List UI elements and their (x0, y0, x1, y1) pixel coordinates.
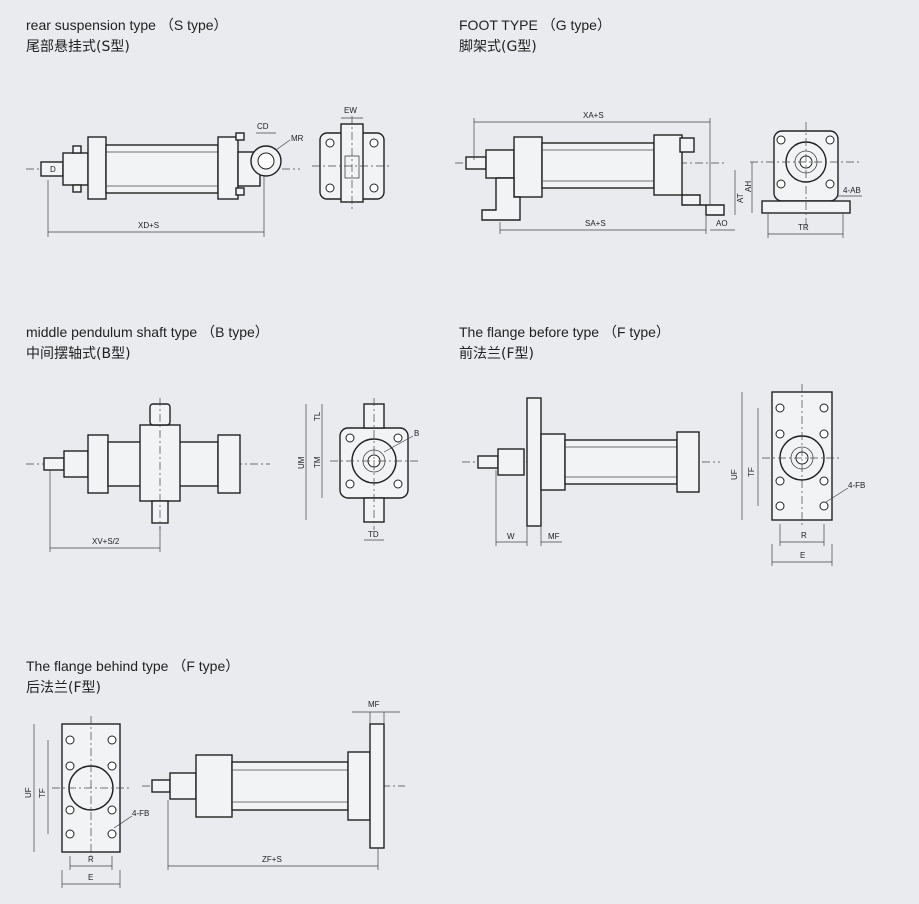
drawing-g-type-side: XA+S SA+S AT AO (455, 111, 745, 234)
label-s-mr: MR (291, 134, 304, 143)
label-s-d: D (50, 165, 56, 174)
drawing-b-type-side: XV+S/2 (26, 398, 270, 552)
caption-f-front: The flange before type （F type） 前法兰(F型) (459, 321, 670, 365)
label-b-xv: XV+S/2 (92, 537, 120, 546)
drawing-b-type-end: B UM TL TM TD (297, 398, 420, 541)
caption-g-type: FOOT TYPE （G type） 脚架式(G型) (459, 14, 611, 58)
label-g-at: AT (736, 193, 745, 203)
label-fr-r: R (88, 855, 94, 864)
label-g-4ab: 4-AB (843, 186, 861, 195)
label-fr-mf: MF (368, 700, 380, 709)
drawing-g-type-end: AH 4-AB TR (744, 122, 862, 238)
caption-s-type: rear suspension type （S type） 尾部悬挂式(S型) (26, 14, 228, 58)
label-s-ew: EW (344, 106, 357, 115)
label-ff-w: W (507, 532, 515, 541)
caption-b-type: middle pendulum shaft type （B type） 中间摆轴… (26, 321, 269, 365)
drawing-f-rear-side: MF ZF+S (142, 700, 405, 870)
label-b-b: B (414, 429, 419, 438)
label-fr-uf: UF (24, 787, 33, 798)
caption-b-type-en: middle pendulum shaft type （B type） (26, 324, 269, 340)
label-s-xd: XD+S (138, 221, 159, 230)
caption-f-rear-en: The flange behind type （F type） (26, 658, 240, 674)
label-ff-mf: MF (548, 532, 560, 541)
label-s-cd: CD (257, 122, 269, 131)
label-b-tm: TM (313, 456, 322, 468)
label-b-tl: TL (313, 411, 322, 421)
caption-f-front-en: The flange before type （F type） (459, 324, 670, 340)
caption-b-type-zh: 中间摆轴式(B型) (26, 346, 131, 362)
caption-g-type-zh: 脚架式(G型) (459, 39, 537, 55)
label-fr-tf: TF (38, 788, 47, 798)
caption-s-type-zh: 尾部悬挂式(S型) (26, 39, 130, 55)
label-g-ao: AO (716, 219, 728, 228)
label-fr-4fb: 4-FB (132, 809, 149, 818)
drawing-s-type-side: D CD MR XD+S (26, 122, 304, 237)
label-fr-e: E (88, 873, 93, 882)
label-g-ah: AH (744, 181, 753, 192)
caption-f-rear: The flange behind type （F type） 后法兰(F型) (26, 655, 239, 699)
caption-f-rear-zh: 后法兰(F型) (26, 680, 101, 696)
label-g-sa: SA+S (585, 219, 606, 228)
label-ff-tf: TF (747, 467, 756, 477)
label-g-xa: XA+S (583, 111, 604, 120)
drawing-f-front-side: W MF (462, 397, 720, 546)
label-fr-zf: ZF+S (262, 855, 282, 864)
label-b-td: TD (368, 530, 379, 539)
drawing-f-rear-end: UF TF 4-FB R E (24, 716, 149, 888)
label-b-um: UM (297, 456, 306, 469)
label-ff-4fb: 4-FB (848, 481, 865, 490)
label-g-tr: TR (798, 223, 809, 232)
caption-f-front-zh: 前法兰(F型) (459, 346, 534, 362)
caption-g-type-en: FOOT TYPE （G type） (459, 17, 611, 33)
label-ff-r: R (801, 531, 807, 540)
drawing-f-front-end: UF TF 4-FB R E (730, 384, 865, 566)
drawing-s-type-end: EW (312, 106, 392, 210)
label-ff-e: E (800, 551, 805, 560)
caption-s-type-en: rear suspension type （S type） (26, 17, 228, 33)
label-ff-uf: UF (730, 469, 739, 480)
